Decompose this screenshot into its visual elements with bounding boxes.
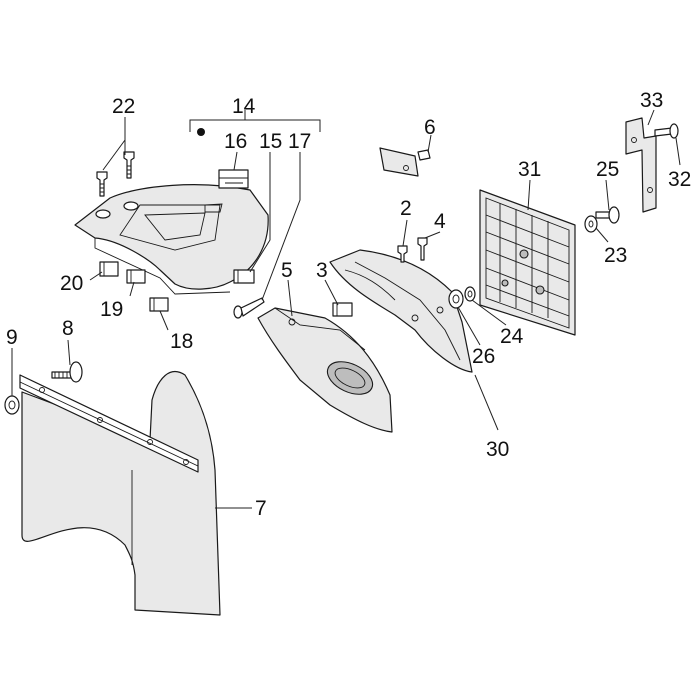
part-7-mud-flap xyxy=(19,370,221,616)
part-17-rivet xyxy=(233,297,265,319)
leader-18 xyxy=(159,310,169,331)
part-19-clip-nut xyxy=(126,269,146,284)
part-33-bracket xyxy=(625,117,657,213)
leader-25 xyxy=(605,179,610,211)
leader-15 xyxy=(249,152,271,273)
part-5-shield-left xyxy=(257,307,393,433)
callout-9: 9 xyxy=(6,326,18,349)
callout-16: 16 xyxy=(224,130,247,153)
leader-20 xyxy=(89,271,103,281)
callout-22: 22 xyxy=(112,95,135,118)
part-16-clip xyxy=(218,169,249,189)
leader-2 xyxy=(402,219,408,247)
leader-33 xyxy=(647,109,655,126)
part-25-bolt xyxy=(595,206,620,224)
callout-20: 20 xyxy=(60,272,83,295)
part-31-plate-holder xyxy=(479,189,576,336)
leader-3 xyxy=(324,279,339,306)
leader-23 xyxy=(595,227,609,243)
callout-2: 2 xyxy=(400,197,412,220)
callout-33: 33 xyxy=(640,89,663,112)
part-20-clip-nut xyxy=(99,261,119,277)
leader-31 xyxy=(527,179,531,211)
part-9-washer xyxy=(4,395,20,415)
part-22-screws xyxy=(96,151,135,197)
leader-16 xyxy=(233,151,238,171)
part-18-clip-nut xyxy=(149,297,169,312)
callout-labels: 22 14 16 15 17 6 33 31 25 32 2 4 23 5 3 … xyxy=(6,89,691,520)
callout-18: 18 xyxy=(170,330,193,353)
callout-15: 15 xyxy=(259,130,282,153)
callout-14: 14 xyxy=(232,95,256,118)
callout-25: 25 xyxy=(596,158,619,181)
leader-8 xyxy=(67,339,71,366)
part-2-screw xyxy=(397,245,408,263)
part-4-screw xyxy=(417,237,428,261)
callout-32: 32 xyxy=(668,168,691,191)
leader-26 xyxy=(457,306,481,346)
leader-6 xyxy=(427,134,432,153)
leader-17 xyxy=(261,152,301,301)
part-15-clip-nut xyxy=(233,269,255,284)
part-30-shield-right xyxy=(329,249,473,373)
callout-8: 8 xyxy=(62,317,74,340)
callout-6: 6 xyxy=(424,116,436,139)
leader-24 xyxy=(471,299,507,326)
bracket-14 xyxy=(189,119,321,132)
part-6-bracket xyxy=(379,147,431,177)
leader-lines xyxy=(11,109,681,509)
part-8-bolt xyxy=(51,361,83,383)
callout-23: 23 xyxy=(604,244,627,267)
callout-26: 26 xyxy=(472,345,495,368)
leader-5 xyxy=(287,279,293,317)
leader-22 xyxy=(102,117,126,171)
callout-4: 4 xyxy=(434,210,446,233)
part-26-nut xyxy=(448,289,464,309)
callout-24: 24 xyxy=(500,325,524,348)
part-32-screw xyxy=(654,123,679,139)
bullet-14 xyxy=(197,128,205,136)
part-24-washer xyxy=(464,286,476,302)
leader-19 xyxy=(129,281,135,297)
callout-30: 30 xyxy=(486,438,509,461)
callout-17: 17 xyxy=(288,130,311,153)
leader-30 xyxy=(474,374,499,431)
callout-31: 31 xyxy=(518,158,541,181)
part-3-clip-nut xyxy=(332,302,353,317)
leader-32 xyxy=(675,137,681,166)
callout-3: 3 xyxy=(316,259,328,282)
leader-4 xyxy=(424,231,441,239)
part-23-washer xyxy=(584,215,598,233)
callout-7: 7 xyxy=(255,497,267,520)
callout-19: 19 xyxy=(100,298,123,321)
callout-5: 5 xyxy=(281,259,293,282)
